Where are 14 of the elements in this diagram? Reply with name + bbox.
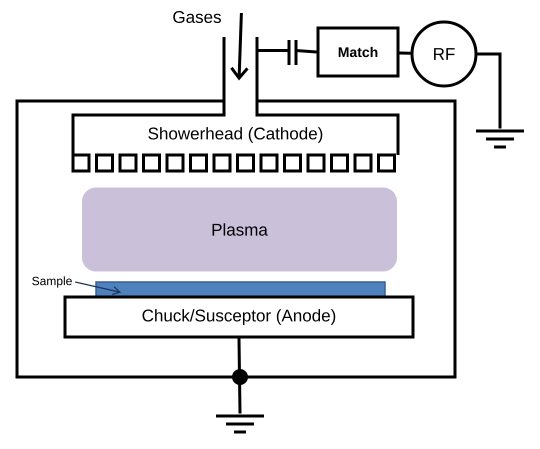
node-label: Showerhead (Cathode) [148,127,322,143]
leader-line [75,281,122,296]
wire [478,52,502,128]
ground-symbol [474,130,526,148]
sample-label: Sample [32,276,72,288]
chuck: Chuck/Susceptor (Anode) [64,296,414,338]
plasma-region: Plasma [82,188,397,272]
ground-symbol [214,414,266,434]
arrow [230,12,249,80]
wire [238,338,242,414]
gas-label: Gases [173,10,221,24]
match-box: Match [316,26,400,78]
wire [399,51,411,55]
sample-wafer [95,281,386,298]
